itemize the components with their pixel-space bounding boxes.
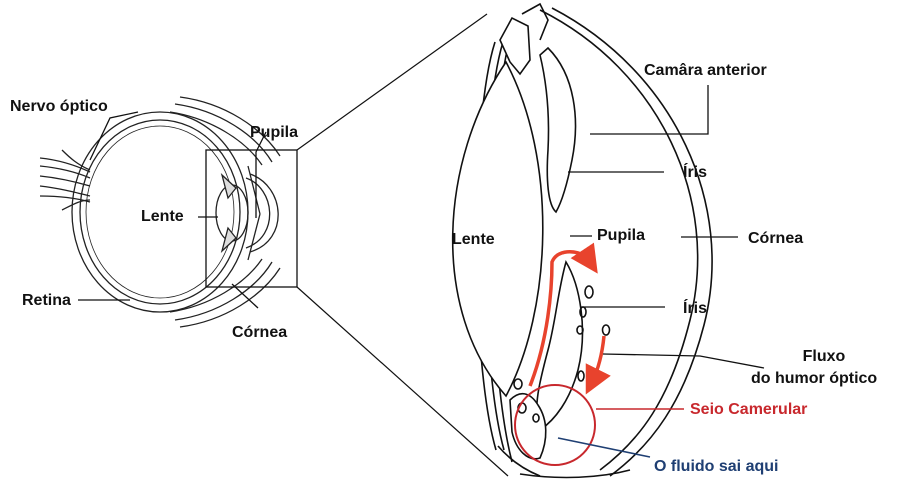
iris-top-shape bbox=[540, 48, 575, 212]
label-cornea-small: Córnea bbox=[232, 324, 287, 342]
zoom-box bbox=[206, 150, 297, 287]
label-cornea-large: Córnea bbox=[748, 230, 803, 248]
label-iris-bottom: Íris bbox=[683, 300, 707, 318]
label-lente-large: Lente bbox=[452, 231, 495, 249]
label-fluxo-line1: Fluxo bbox=[793, 348, 855, 366]
zoom-line-top bbox=[297, 14, 487, 150]
label-nervo-optico: Nervo óptico bbox=[10, 98, 108, 116]
label-lente-small: Lente bbox=[141, 208, 184, 226]
optic-nerve-shape bbox=[40, 150, 90, 210]
cornea-small-shape bbox=[246, 178, 270, 248]
lens-large-shape bbox=[453, 62, 543, 396]
label-pupila-small: Pupila bbox=[250, 124, 298, 142]
label-pupila-large: Pupila bbox=[597, 227, 645, 245]
label-fluido-sai-aqui: O fluido sai aqui bbox=[654, 458, 778, 476]
label-fluxo-line2: do humor óptico bbox=[751, 370, 877, 388]
fluido-leader bbox=[558, 438, 650, 457]
label-camara-anterior: Camâra anterior bbox=[644, 62, 767, 80]
label-seio-camerular: Seio Camerular bbox=[690, 401, 807, 419]
label-iris-top: Íris bbox=[683, 164, 707, 182]
label-retina: Retina bbox=[22, 292, 71, 310]
